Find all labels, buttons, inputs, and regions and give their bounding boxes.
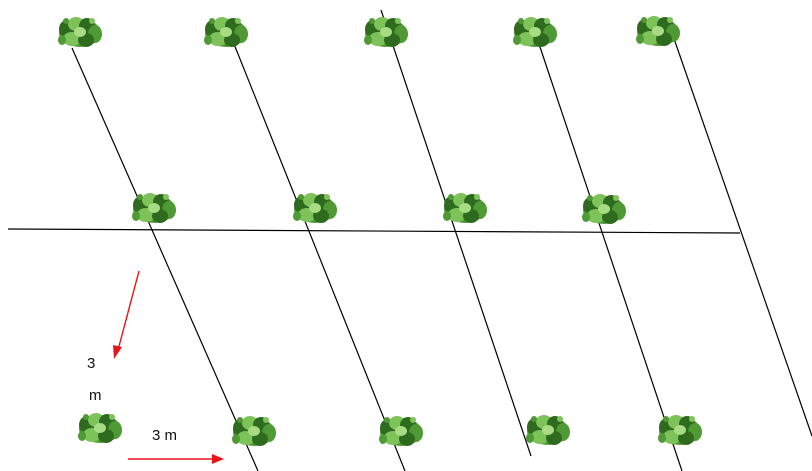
tree-icon [58,17,102,47]
tree-icon [443,193,487,223]
diagonal-line-1 [71,47,259,471]
tree-icon [232,416,276,446]
tree-icon [582,194,626,224]
horizontal-spacing-arrow [128,454,224,464]
diagonal-line-2 [233,43,406,471]
tree-icon [204,17,248,47]
horizontal-line [7,228,741,234]
vertical-spacing-label-value: 3 [87,355,96,372]
vertical-spacing-arrow [113,270,140,359]
tree-icon [132,193,176,223]
tree-icon [364,17,408,47]
tree-icon [636,16,680,46]
horizontal-spacing-label: 3 m [152,427,178,444]
diagonal-line-4 [538,43,683,471]
tree-icon [526,415,570,445]
tree-icon [379,416,423,446]
tree-icon [658,415,702,445]
tree-icon [78,413,122,443]
diagonal-line-5 [670,29,812,437]
tree-icon [513,17,557,47]
tree-icon [293,193,337,223]
diagonal-line-3 [380,9,532,457]
vertical-spacing-label-unit: m [89,387,102,404]
